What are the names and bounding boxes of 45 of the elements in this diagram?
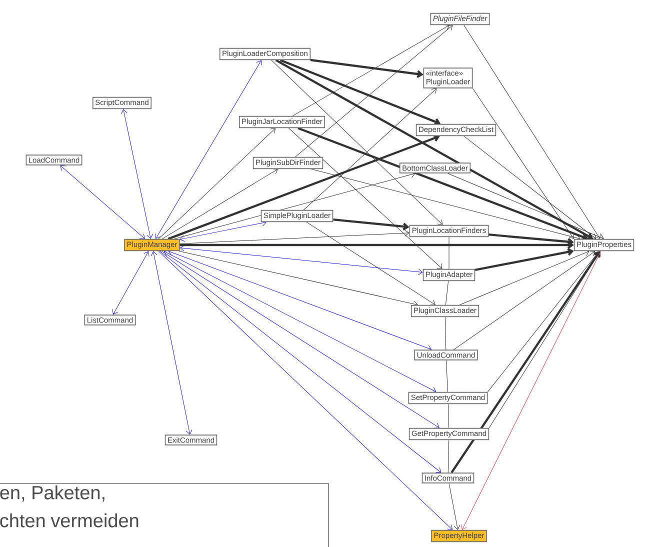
arrow: [158, 250, 453, 530]
arrow: [178, 250, 418, 308]
arrow: [288, 128, 442, 269]
arrow: [280, 59, 441, 126]
arrow: [303, 88, 437, 210]
arrow: [453, 250, 596, 350]
arrow: [168, 250, 432, 352]
arrow: [174, 171, 416, 240]
arrow: [298, 127, 588, 241]
arrow: [271, 60, 443, 225]
arrow: [488, 251, 601, 428]
arrow: [333, 218, 410, 230]
arrow: [112, 251, 150, 315]
arrow: [448, 483, 460, 530]
arrow: [155, 60, 262, 239]
arrow: [310, 58, 424, 78]
arrow: [459, 250, 590, 306]
arrow: [159, 250, 442, 473]
arrow: [461, 250, 602, 530]
arrow: [474, 248, 574, 272]
arrow: [472, 88, 574, 239]
arrow: [180, 220, 266, 242]
arrow: [60, 165, 145, 239]
arrow: [306, 222, 436, 306]
arrow: [180, 241, 574, 249]
arrow: [311, 168, 580, 241]
arrow: [168, 134, 440, 240]
arrow: [464, 24, 601, 239]
arrow: [162, 168, 278, 240]
arrow: [161, 250, 440, 428]
arrow: [450, 251, 600, 474]
arrow: [180, 230, 410, 244]
arrow: [487, 251, 600, 392]
arrow: [180, 245, 423, 276]
arrow: [150, 251, 192, 434]
text-panel: en, Paketen, chten vermeiden: [0, 483, 329, 547]
arrow: [488, 234, 574, 246]
arrow: [164, 250, 436, 393]
arrow: [158, 128, 276, 240]
arrow: [275, 59, 594, 240]
arrow: [295, 25, 453, 158]
arrow: [292, 24, 450, 116]
arrow: [121, 109, 153, 239]
arrow: [464, 136, 596, 239]
arrow: [448, 173, 604, 240]
